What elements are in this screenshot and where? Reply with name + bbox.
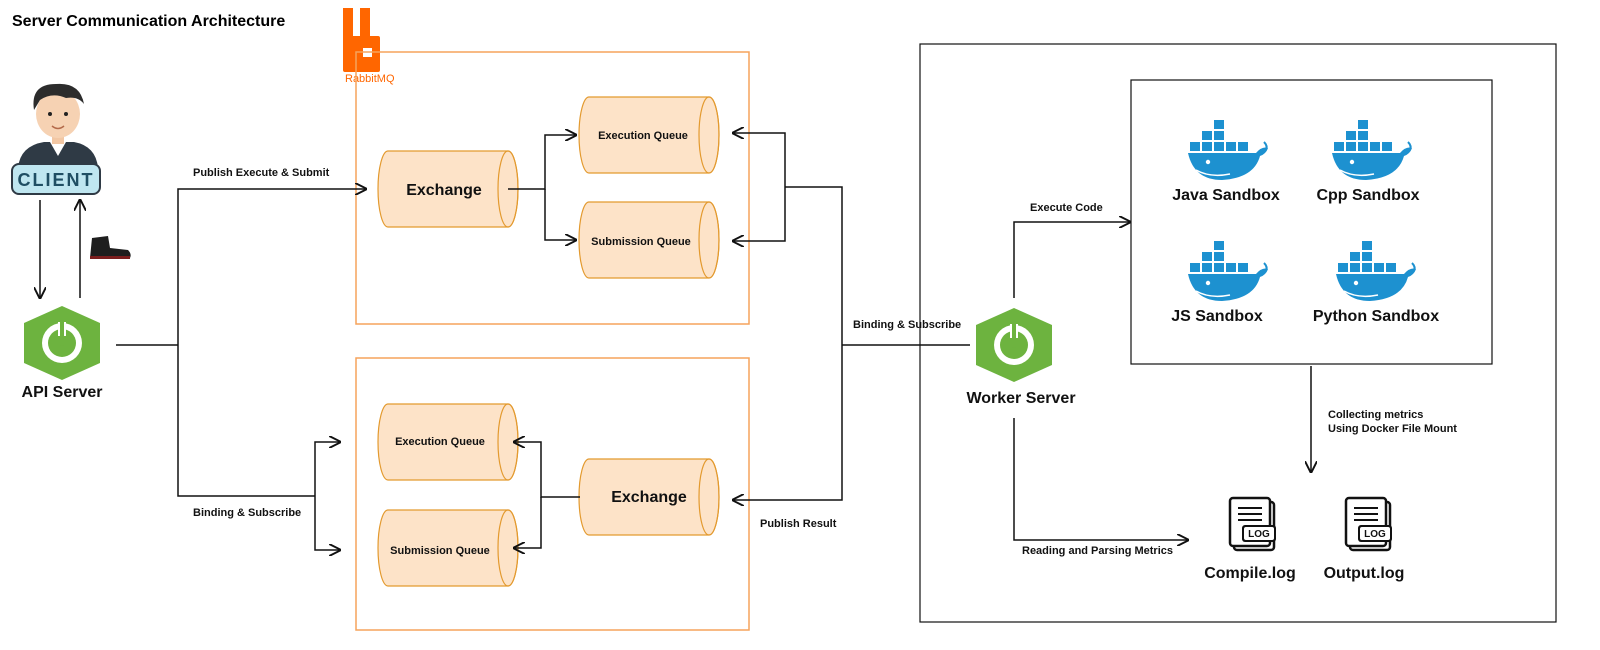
bottom-exchange-label: Exchange: [611, 489, 687, 506]
js-sandbox-label: JS Sandbox: [1171, 308, 1263, 325]
compile-log-badge: LOG: [1248, 529, 1270, 540]
docker-java-sandbox-icon: [1188, 120, 1268, 180]
api-server-label: API Server: [22, 384, 103, 401]
java-sandbox-label: Java Sandbox: [1172, 187, 1280, 204]
reading-parsing-label: Reading and Parsing Metrics: [1022, 545, 1173, 557]
top-exchange-to-execution-arrow: [508, 135, 576, 190]
bottom-submission-queue: Submission Queue: [377, 509, 519, 587]
output-log-label: Output.log: [1324, 565, 1405, 582]
top-submission-queue: Submission Queue: [578, 201, 720, 279]
top-exchange-label: Exchange: [406, 182, 482, 199]
compile-log-label: Compile.log: [1204, 565, 1296, 582]
worker-server-spring-icon: [976, 308, 1052, 382]
worker-binding-execution-arrow: [733, 133, 786, 187]
api-binding-line: [177, 345, 315, 497]
client-badge: CLIENT: [11, 163, 101, 195]
bottom-exchange: Exchange: [578, 458, 720, 536]
output-log-file-icon: LOG: [1344, 496, 1392, 552]
reading-parsing-arrow: [1013, 418, 1188, 540]
client-avatar: [18, 83, 98, 168]
rabbitmq-logo-text: RabbitMQ: [345, 73, 395, 85]
worker-region-box: [919, 43, 1557, 623]
cpp-sandbox-label: Cpp Sandbox: [1316, 187, 1419, 204]
top-exchange-to-submission-arrow: [544, 189, 576, 240]
worker-binding-submission-arrow: [733, 187, 786, 241]
worker-server-label: Worker Server: [966, 390, 1075, 407]
bottom-exchange-to-execution-arrow: [514, 442, 580, 498]
publish-execute-submit-label: Publish Execute & Submit: [193, 167, 330, 179]
top-execution-queue-label: Execution Queue: [598, 130, 688, 142]
api-server-spring-icon: [24, 306, 100, 380]
publish-execute-submit-arrow: [177, 189, 366, 345]
bottom-execution-queue-label: Execution Queue: [395, 436, 485, 448]
bottom-exchange-to-submission-arrow: [514, 497, 542, 548]
rabbitmq-logo-icon: [343, 8, 380, 72]
binding-subscribe-left-label: Binding & Subscribe: [193, 507, 301, 519]
collecting-metrics-label-2: Using Docker File Mount: [1328, 423, 1457, 435]
docker-js-sandbox-icon: [1188, 241, 1268, 301]
publish-result-arrow: [733, 345, 843, 500]
bottom-broker-box: [355, 357, 750, 631]
docker-cpp-sandbox-icon: [1332, 120, 1412, 180]
publish-result-label: Publish Result: [760, 518, 837, 530]
execute-code-label: Execute Code: [1030, 202, 1103, 214]
client-label: CLIENT: [18, 170, 95, 190]
collecting-metrics-label-1: Collecting metrics: [1328, 409, 1423, 421]
diagram-title: Server Communication Architecture: [12, 13, 285, 30]
python-sandbox-label: Python Sandbox: [1313, 308, 1439, 325]
docker-python-sandbox-icon: [1336, 241, 1416, 301]
bottom-submission-queue-label: Submission Queue: [390, 545, 490, 557]
compile-log-file-icon: LOG: [1228, 496, 1276, 552]
execute-code-arrow: [1013, 222, 1130, 298]
api-binding-submission-arrow: [314, 496, 340, 550]
api-binding-execution-arrow: [314, 442, 340, 496]
worker-binding-line: [785, 186, 843, 345]
top-exchange: Exchange: [377, 150, 519, 228]
bottom-execution-queue: Execution Queue: [377, 403, 519, 481]
top-submission-queue-label: Submission Queue: [591, 236, 691, 248]
top-execution-queue: Execution Queue: [578, 96, 720, 174]
output-log-badge: LOG: [1364, 529, 1386, 540]
binding-subscribe-right-label: Binding & Subscribe: [853, 319, 961, 331]
boot-icon: [90, 236, 131, 259]
